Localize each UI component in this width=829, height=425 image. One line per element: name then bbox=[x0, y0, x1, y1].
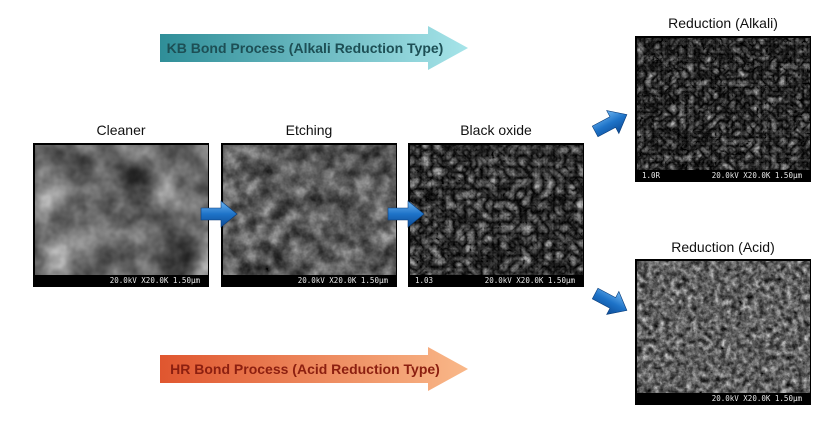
hr-banner-arrow-shape bbox=[160, 347, 468, 391]
sem-image-cleaner: 20.0kV X20.0K 1.50µm bbox=[33, 143, 209, 287]
caption-black-oxide: Black oxide bbox=[460, 122, 532, 138]
sem-image-reduction-alkali: 1.0R 20.0kV X20.0K 1.50µm bbox=[635, 36, 811, 182]
kb-banner-arrow-shape bbox=[160, 26, 468, 70]
flow-arrow-etching-to-black-oxide-icon bbox=[387, 200, 425, 228]
scale-bar-cleaner: 20.0kV X20.0K 1.50µm bbox=[34, 275, 208, 286]
sem-image-etching: 20.0kV X20.0K 1.50µm bbox=[221, 143, 397, 287]
flow-arrow-to-reduction-alkali-icon bbox=[591, 110, 628, 138]
flow-arrow-to-reduction-acid-icon bbox=[591, 287, 628, 315]
hr-banner-label: HR Bond Process (Acid Reduction Type) bbox=[170, 361, 440, 377]
scale-bar-reduction-alkali: 1.0R 20.0kV X20.0K 1.50µm bbox=[636, 170, 810, 181]
scale-bar-etching: 20.0kV X20.0K 1.50µm bbox=[222, 275, 396, 286]
flow-arrow-cleaner-to-etching-icon bbox=[200, 200, 238, 228]
scale-bar-black-oxide: 1.03 20.0kV X20.0K 1.50µm bbox=[409, 275, 583, 286]
caption-etching: Etching bbox=[285, 122, 333, 138]
caption-reduction-acid: Reduction (Acid) bbox=[671, 239, 775, 255]
kb-process-banner: KB Bond Process (Alkali Reduction Type) bbox=[160, 26, 470, 70]
sem-image-reduction-acid: 20.0kV X20.0K 1.50µm bbox=[635, 259, 811, 405]
hr-process-banner: HR Bond Process (Acid Reduction Type) bbox=[160, 347, 470, 391]
caption-reduction-alkali: Reduction (Alkali) bbox=[668, 15, 778, 31]
kb-banner-label: KB Bond Process (Alkali Reduction Type) bbox=[166, 40, 444, 56]
sem-image-black-oxide: 1.03 20.0kV X20.0K 1.50µm bbox=[408, 143, 584, 287]
scale-bar-reduction-acid: 20.0kV X20.0K 1.50µm bbox=[636, 393, 810, 404]
caption-cleaner: Cleaner bbox=[96, 122, 146, 138]
